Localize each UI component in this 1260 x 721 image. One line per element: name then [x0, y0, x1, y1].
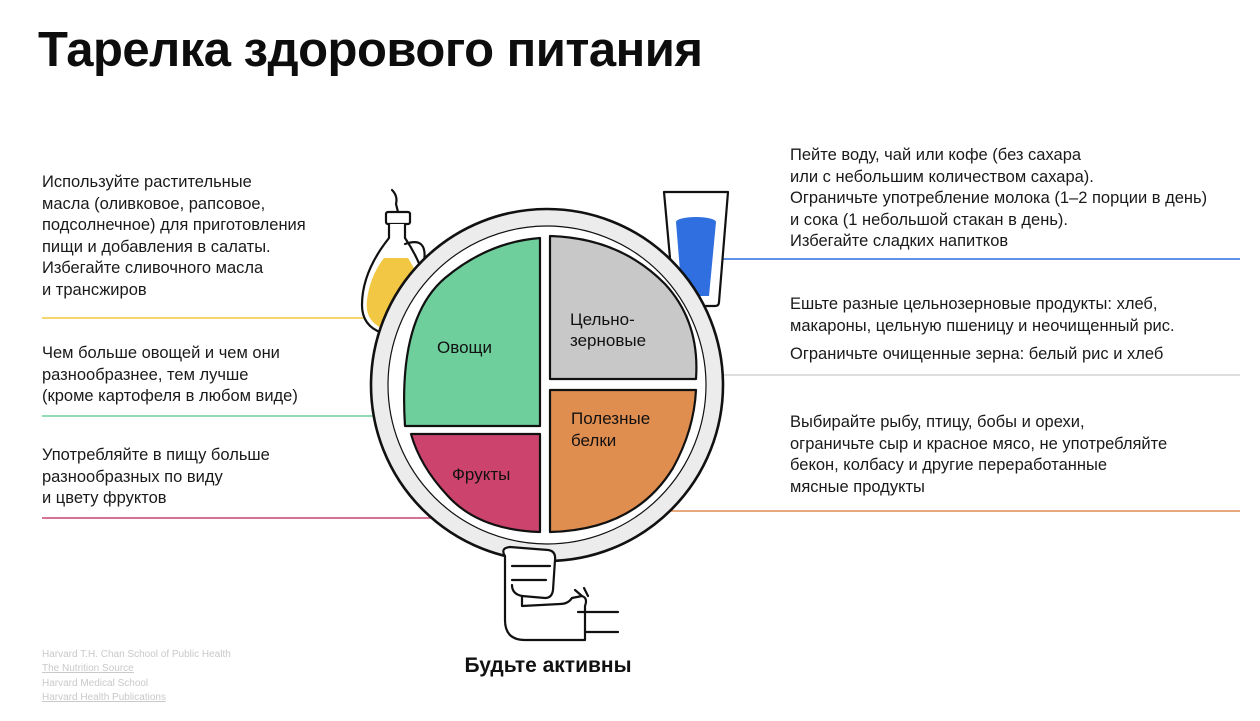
fruits-label: Фрукты: [452, 465, 510, 484]
vegetables-section: [403, 236, 542, 428]
water-note: Пейте воду, чай или кофе (без сахара или…: [790, 146, 1208, 250]
grains-section: [548, 234, 698, 381]
grains-label-line1: Цельно-: [570, 310, 635, 329]
be-active-label: Будьте активны: [464, 654, 632, 677]
protein-section: [548, 388, 698, 534]
fist-active-icon: [502, 545, 620, 642]
vegetables-label: Овощи: [437, 338, 492, 357]
source-link[interactable]: The Nutrition Source: [42, 663, 134, 675]
protein-label-line1: Полезные: [571, 409, 650, 428]
source-item: Harvard Medical School: [42, 677, 149, 689]
source-item: Harvard T.H. Chan School of Public Healt…: [42, 649, 231, 660]
vegetables-note: Чем больше овощей и чем они разнообразне…: [42, 344, 298, 405]
grains-label-line2: зерновые: [570, 331, 646, 350]
grains-note: Ешьте разные цельнозерновые продукты: хл…: [790, 295, 1175, 335]
source-link[interactable]: Harvard Health Publications: [42, 691, 166, 703]
sources-list: Harvard T.H. Chan School of Public Healt…: [42, 648, 231, 705]
page-title: Тарелка здорового питания: [38, 23, 703, 77]
fruits-section: [409, 432, 542, 534]
fruits-note: Употребляйте в пищу больше разнообразных…: [42, 446, 270, 507]
protein-label-line2: белки: [571, 431, 616, 450]
protein-note: Выбирайте рыбу, птицу, бобы и орехи, огр…: [790, 413, 1168, 496]
grains-limit-note: Ограничьте очищенные зерна: белый рис и …: [790, 345, 1164, 363]
oils-note: Используйте растительные масла (оливково…: [42, 173, 306, 299]
